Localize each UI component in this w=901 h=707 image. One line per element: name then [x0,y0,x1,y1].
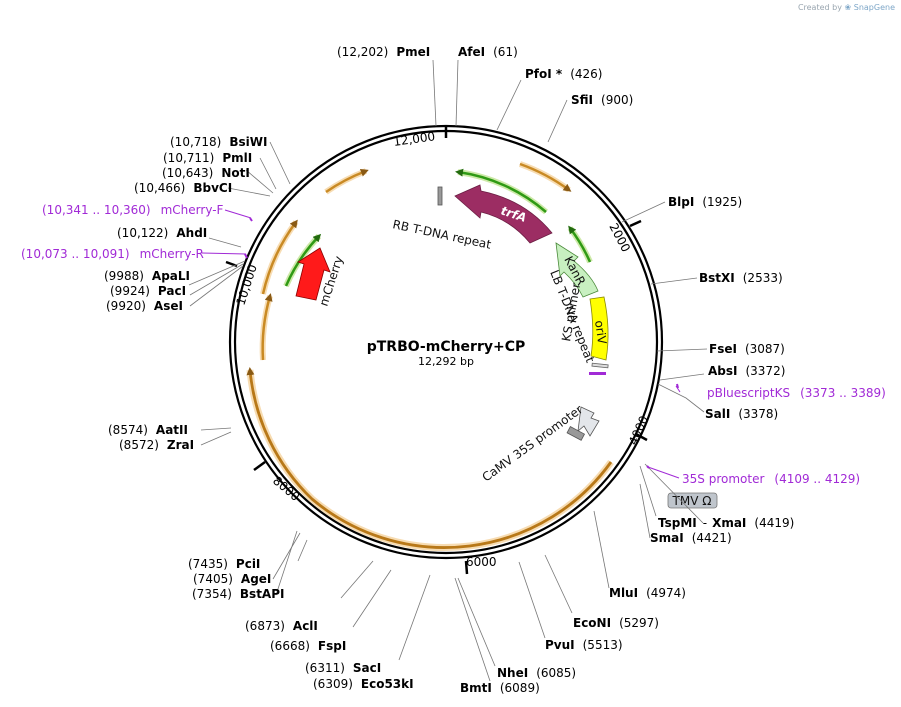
ks-primer-arrow-shape [577,406,600,437]
primer-35s-promoter[interactable]: 35S promoter(4109 .. 4129) [682,472,860,486]
enzyme-bstapi[interactable]: (7354)BstAPI [192,587,284,601]
primer-pbluescriptks[interactable]: pBluescriptKS(3373 .. 3389) [707,386,886,400]
label-oriv: oriV [592,319,609,345]
enzyme-bbvci[interactable]: (10,466)BbvCI [134,181,232,195]
label-tmv-omega: TMV Ω [672,494,712,508]
camv-35s-box [566,426,586,441]
enzyme-zrai[interactable]: (8572)ZraI [119,438,194,452]
primer-marks [244,217,679,469]
enzyme-mlui[interactable]: MluI(4974) [609,586,686,600]
credit-snapgene: Created by ❀ SnapGene [798,3,895,12]
kanr-feature-arrow[interactable] [555,242,599,298]
enzyme-absi[interactable]: AbsI(3372) [708,364,785,378]
enzyme-nhei[interactable]: NheI(6085) [497,666,576,680]
oriv-feature[interactable] [589,296,609,361]
plasmid-name: pTRBO-mCherry+CP [367,339,526,355]
tmv-omega-box[interactable] [667,492,718,509]
enzyme-econi[interactable]: EcoNI(5297) [573,616,659,630]
credit-prefix: Created by [797,3,842,12]
enzyme-smai[interactable]: SmaI(4421) [650,531,732,545]
snapgene-logo-icon: ❀ [844,3,852,12]
enzyme-pmei[interactable]: (12,202)PmeI [337,45,430,59]
tick-label-12000: 12,000 [392,129,436,149]
rb-tdna-repeat-box [437,186,443,206]
enzyme-sfii[interactable]: SfiI(900) [571,93,633,107]
enzyme-afei[interactable]: AfeI(61) [458,45,518,59]
label-camv-35s-promoter: CaMV 35S promoter [480,402,586,484]
enzyme-noti[interactable]: (10,643)NotI [162,166,250,180]
enzyme-fspi[interactable]: (6668)FspI [270,639,346,653]
enzyme-aatii[interactable]: (8574)AatII [108,423,188,437]
tick-label-4000: 4000 [626,414,651,448]
enzyme-bstxi[interactable]: BstXI(2533) [699,271,783,285]
enzyme-pcii[interactable]: (7435)PciI [188,557,260,571]
trfa-feature-arrow[interactable] [454,184,553,244]
enzyme-pmli[interactable]: (10,711)PmlI [163,151,252,165]
primer-leader-lines [201,209,681,479]
enzyme-saci[interactable]: (6311)SacI [305,661,381,675]
enzyme-apali[interactable]: (9988)ApaLI [104,269,190,283]
tick-label-6000: 6000 [466,555,497,569]
enzyme-bsiwi[interactable]: (10,718)BsiWI [170,135,267,149]
lb-tdna-repeat-box [591,362,609,369]
enzyme-sali[interactable]: SalI(3378) [705,407,778,421]
label-rb-tdna-repeat: RB T-DNA repeat [391,217,492,252]
primer-bar-ks [589,372,606,375]
enzyme-acli[interactable]: (6873)AclI [245,619,318,633]
green-feature-arcs [283,168,593,288]
plasmid-size: 12,292 bp [418,355,474,368]
primer-mcherry-r[interactable]: (10,073 .. 10,091)mCherry-R [21,247,204,261]
enzyme-bmti[interactable]: BmtI(6089) [460,681,540,695]
enzyme-ahdi[interactable]: (10,122)AhdI [117,226,207,240]
enzyme-tspmi-xmai[interactable]: TspMI-XmaI(4419) [658,516,794,530]
credit-brand: SnapGene [853,3,895,12]
enzyme-asei[interactable]: (9920)AseI [106,299,183,313]
primer-mcherry-f[interactable]: (10,341 .. 10,360)mCherry-F [42,203,224,217]
enzyme-paci[interactable]: (9924)PacI [110,284,186,298]
enzyme-blpi[interactable]: BlpI(1925) [668,195,742,209]
enzyme-pfoi[interactable]: PfoI *(426) [525,67,602,81]
enzyme-eco53ki[interactable]: (6309)Eco53kI [313,677,414,691]
enzyme-pvui[interactable]: PvuI(5513) [545,638,623,652]
enzyme-agei[interactable]: (7405)AgeI [193,572,271,586]
mcherry-feature-arrow[interactable] [295,247,331,301]
enzyme-fsei[interactable]: FseI(3087) [709,342,785,356]
orange-feature-arcs [246,161,614,551]
leader-lines [188,59,708,682]
